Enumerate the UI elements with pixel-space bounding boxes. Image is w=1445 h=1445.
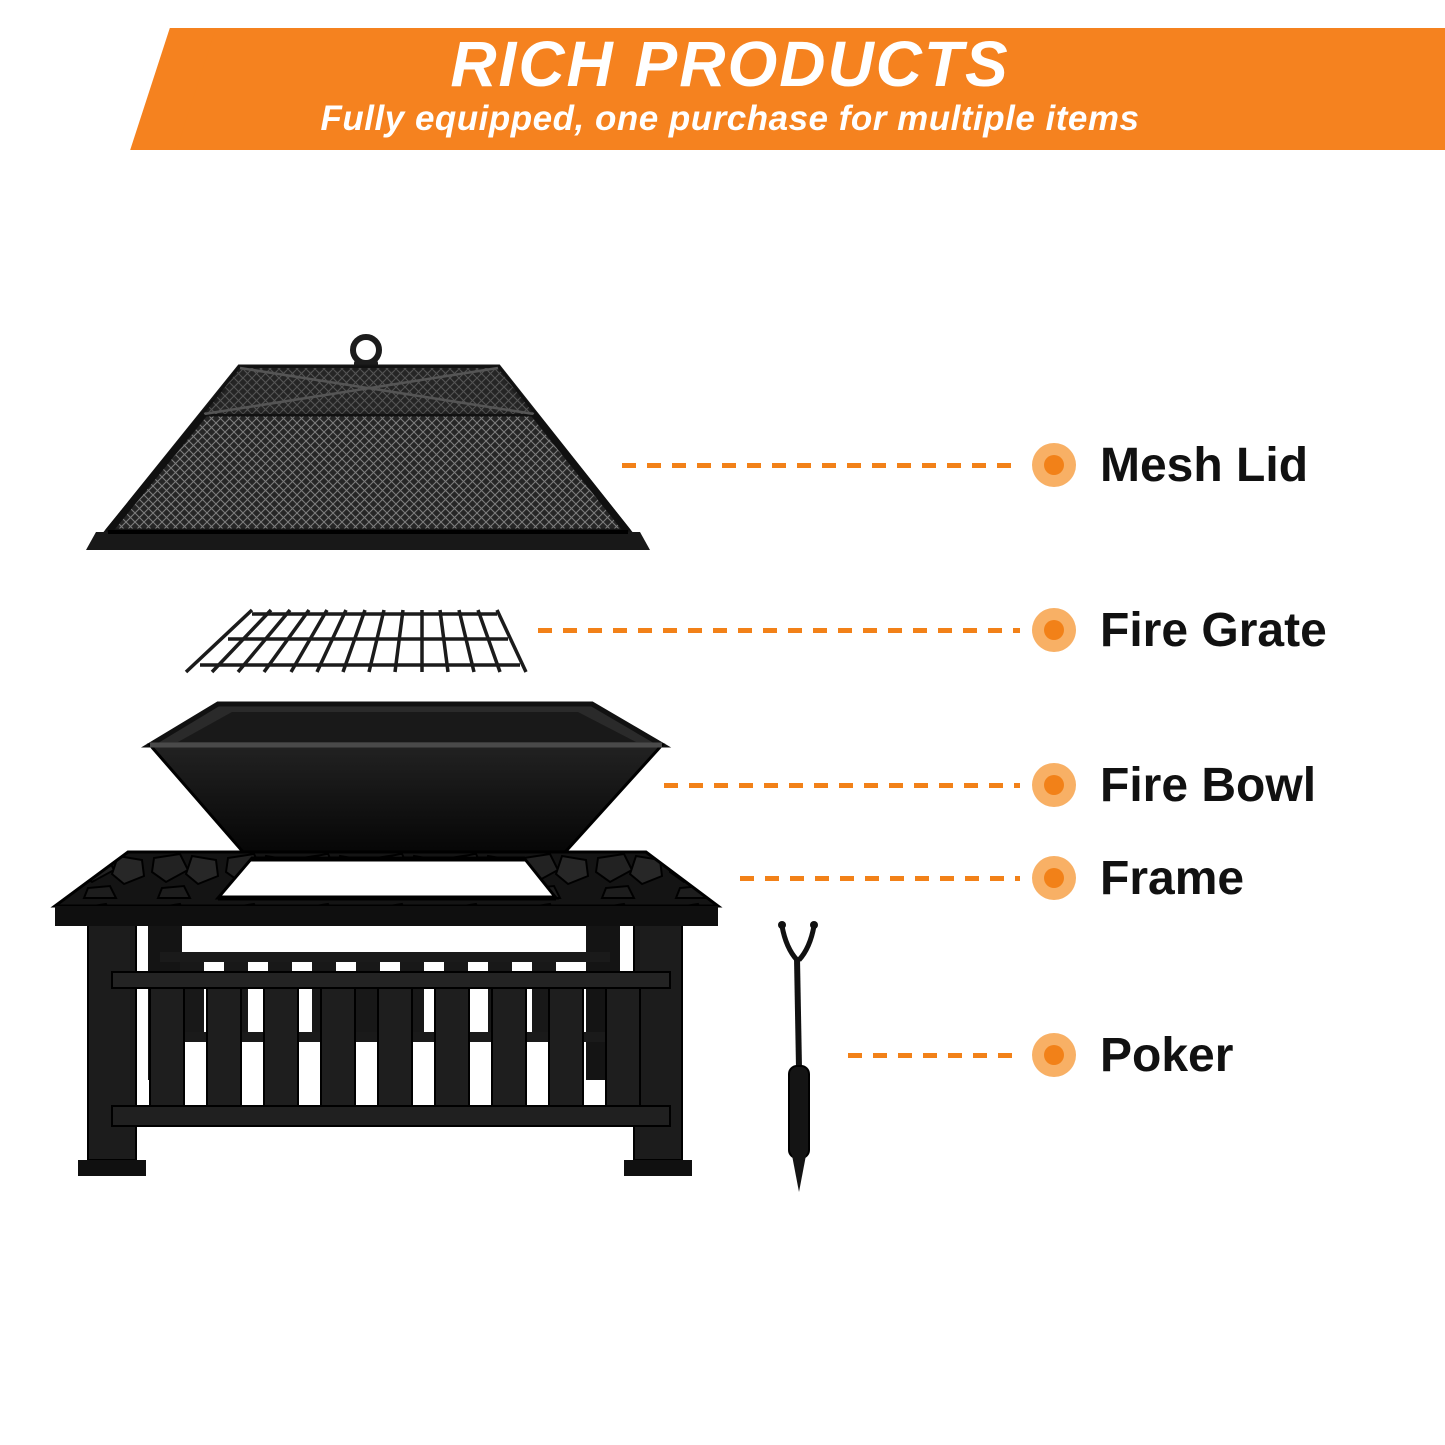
fire-grate-illustration	[184, 608, 528, 674]
callout-fire-bowl: Fire Bowl	[664, 758, 1316, 812]
frame-illustration	[50, 850, 723, 1176]
callout-dash	[740, 875, 1020, 881]
callout-label-fire-grate: Fire Grate	[1100, 603, 1327, 657]
callout-label-frame: Frame	[1100, 851, 1245, 905]
callout-mesh-lid: Mesh Lid	[622, 438, 1308, 492]
callout-bullet-dot	[1044, 455, 1064, 475]
callout-bullet-dot	[1044, 1045, 1064, 1065]
banner-title: RICH PRODUCTS	[450, 28, 1010, 100]
callout-bullet	[1032, 856, 1076, 900]
callout-bullet-dot	[1044, 620, 1064, 640]
callout-bullet	[1032, 443, 1076, 487]
mesh-lid-illustration	[86, 334, 650, 550]
poker-illustration	[778, 921, 818, 1192]
callout-poker: Poker	[848, 1028, 1233, 1082]
callout-bullet	[1032, 608, 1076, 652]
callout-bullet	[1032, 763, 1076, 807]
callout-bullet	[1032, 1033, 1076, 1077]
callout-dash	[538, 627, 1020, 633]
callout-dash	[622, 462, 1020, 468]
callout-bullet-dot	[1044, 868, 1064, 888]
callout-fire-grate: Fire Grate	[538, 603, 1327, 657]
callout-label-poker: Poker	[1100, 1028, 1234, 1082]
callout-bullet-dot	[1044, 775, 1064, 795]
callout-dash	[664, 782, 1020, 788]
banner: RICH PRODUCTS Fully equipped, one purcha…	[0, 28, 1445, 139]
fire-bowl-illustration	[141, 701, 672, 862]
callout-label-fire-bowl: Fire Bowl	[1100, 758, 1317, 812]
callout-frame: Frame	[740, 851, 1244, 905]
callout-dash	[848, 1052, 1020, 1058]
callout-label-mesh-lid: Mesh Lid	[1100, 438, 1309, 492]
banner-subtitle: Fully equipped, one purchase for multipl…	[320, 99, 1140, 139]
